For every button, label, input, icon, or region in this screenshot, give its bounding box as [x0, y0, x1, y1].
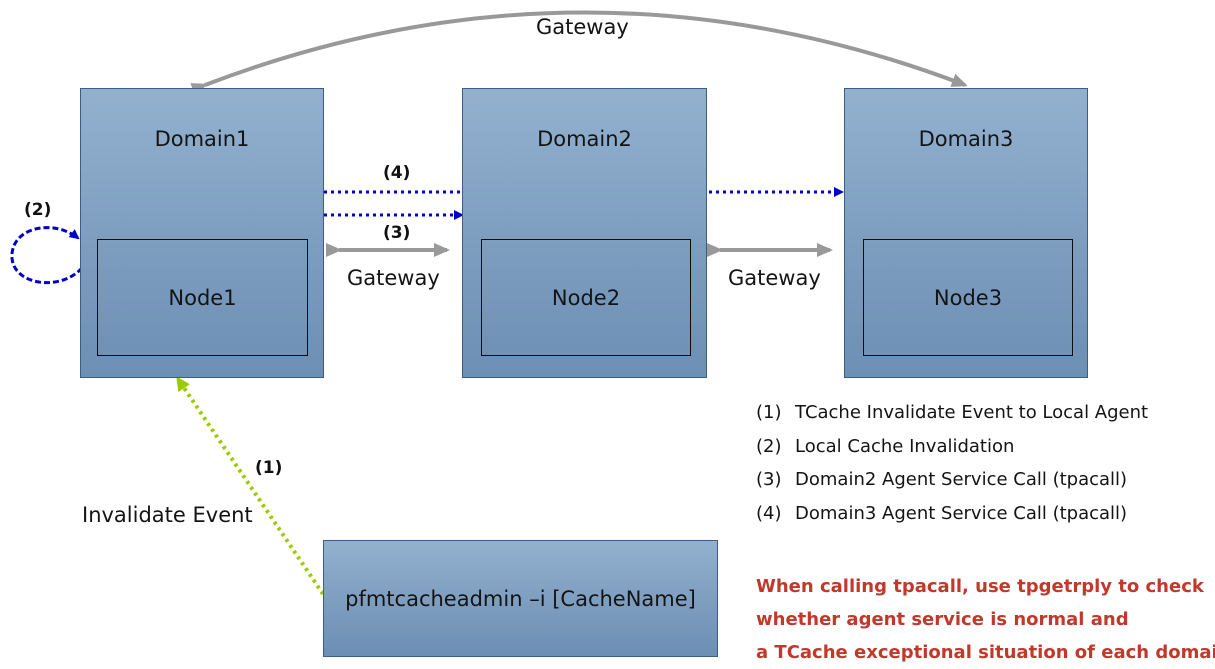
domain2-box: Domain2 Node2 [462, 88, 707, 378]
node3-label: Node3 [933, 285, 1003, 310]
note-line: whether agent service is normal and [756, 609, 1129, 630]
invalidate-event-arrow [176, 376, 325, 596]
domain1-box: Domain1 Node1 [80, 88, 324, 378]
node1-box: Node1 [97, 239, 308, 356]
legend-item: (4) Domain3 Agent Service Call (tpacall) [756, 503, 1148, 537]
legend-item: (1) TCache Invalidate Event to Local Age… [756, 402, 1148, 436]
domain3-box: Domain3 Node3 [844, 88, 1088, 378]
node3-box: Node3 [863, 239, 1073, 356]
step-2-label: (2) [24, 200, 52, 220]
legend-number: (1) [756, 402, 782, 423]
legend-item: (3) Domain2 Agent Service Call (tpacall) [756, 469, 1148, 503]
domain2-title: Domain2 [537, 127, 632, 151]
note-line: When calling tpacall, use tpgetrply to c… [756, 576, 1204, 597]
legend-item: (2) Local Cache Invalidation [756, 436, 1148, 470]
legend-number: (4) [756, 502, 782, 524]
domain1-title: Domain1 [154, 127, 250, 151]
legend-text: Domain2 Agent Service Call (tpacall) [795, 469, 1128, 490]
step-3-label: (3) [383, 223, 411, 243]
command-box: pfmtcacheadmin –i [CacheName] [323, 540, 718, 657]
node2-box: Node2 [481, 239, 691, 356]
node2-label: Node2 [551, 285, 621, 310]
gateway-label-d2-d3: Gateway [728, 266, 821, 290]
legend-list: (1) TCache Invalidate Event to Local Age… [756, 402, 1148, 536]
command-text: pfmtcacheadmin –i [CacheName] [345, 586, 696, 611]
gateway-label-top: Gateway [536, 15, 629, 39]
legend-text: TCache Invalidate Event to Local Agent [795, 402, 1149, 423]
domain3-title: Domain3 [918, 127, 1014, 151]
legend-text: Local Cache Invalidation [795, 435, 1015, 457]
local-invalidation-loop [10, 226, 84, 285]
top-gateway-arrow [190, 10, 968, 97]
note-line: a TCache exceptional situation of each d… [756, 642, 1215, 663]
gateway-label-d1-d2: Gateway [347, 266, 440, 290]
node1-label: Node1 [168, 285, 237, 310]
tpacall-note: When calling tpacall, use tpgetrply to c… [756, 570, 1215, 669]
invalidate-event-label: Invalidate Event [82, 503, 253, 527]
legend-number: (3) [756, 469, 782, 490]
step-1-label: (1) [255, 458, 283, 478]
step-4-label: (4) [383, 163, 411, 183]
legend-number: (2) [756, 435, 782, 457]
legend-text: Domain3 Agent Service Call (tpacall) [795, 502, 1128, 524]
